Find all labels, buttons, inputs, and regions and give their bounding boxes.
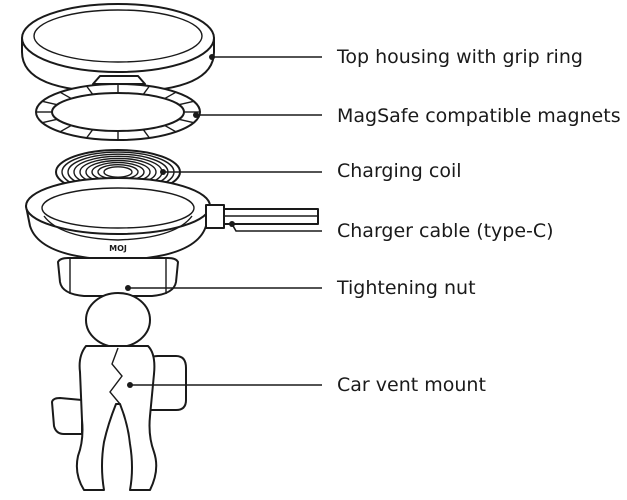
magnet-segment-divider (142, 85, 150, 95)
tightening-nut-part (57, 257, 179, 297)
brand-mark-text: MOJ (109, 244, 127, 253)
vent-mount-part (51, 292, 187, 491)
magnet-segment-divider (59, 91, 72, 100)
callout-charging-coil: Charging coil (160, 160, 462, 182)
top-housing-part (21, 3, 215, 93)
magnet-segment-divider (178, 100, 194, 106)
label-top-housing: Top housing with grip ring (336, 46, 583, 68)
callout-tightening-nut: Tightening nut (125, 277, 476, 299)
magnet-segment-divider (59, 124, 72, 133)
magnet-segment-divider (42, 100, 58, 106)
magnet-segment-divider (178, 118, 194, 124)
label-charger-cable: Charger cable (type-C) (337, 220, 554, 242)
label-magnets: MagSafe compatible magnets (337, 105, 621, 127)
callout-magnets: MagSafe compatible magnets (193, 105, 621, 127)
magnets-ring-part (35, 75, 201, 141)
label-tightening-nut: Tightening nut (336, 277, 476, 299)
magnet-segment-divider (164, 124, 177, 133)
label-vent-mount: Car vent mount (337, 374, 486, 396)
magnet-segment-divider (42, 118, 58, 124)
label-charging-coil: Charging coil (337, 160, 462, 182)
callout-vent-mount: Car vent mount (127, 374, 486, 396)
charger-cable-part (205, 204, 319, 229)
callout-top-housing: Top housing with grip ring (209, 46, 583, 68)
magnet-segment-divider (142, 129, 150, 139)
magnet-segment-divider (86, 85, 94, 95)
callout-charger-cable: Charger cable (type-C) (229, 220, 554, 242)
magnet-segment-divider (86, 129, 94, 139)
brand-mark: MOJ (109, 244, 127, 253)
magnet-segment-divider (164, 91, 177, 100)
charger-base-part (25, 177, 211, 261)
